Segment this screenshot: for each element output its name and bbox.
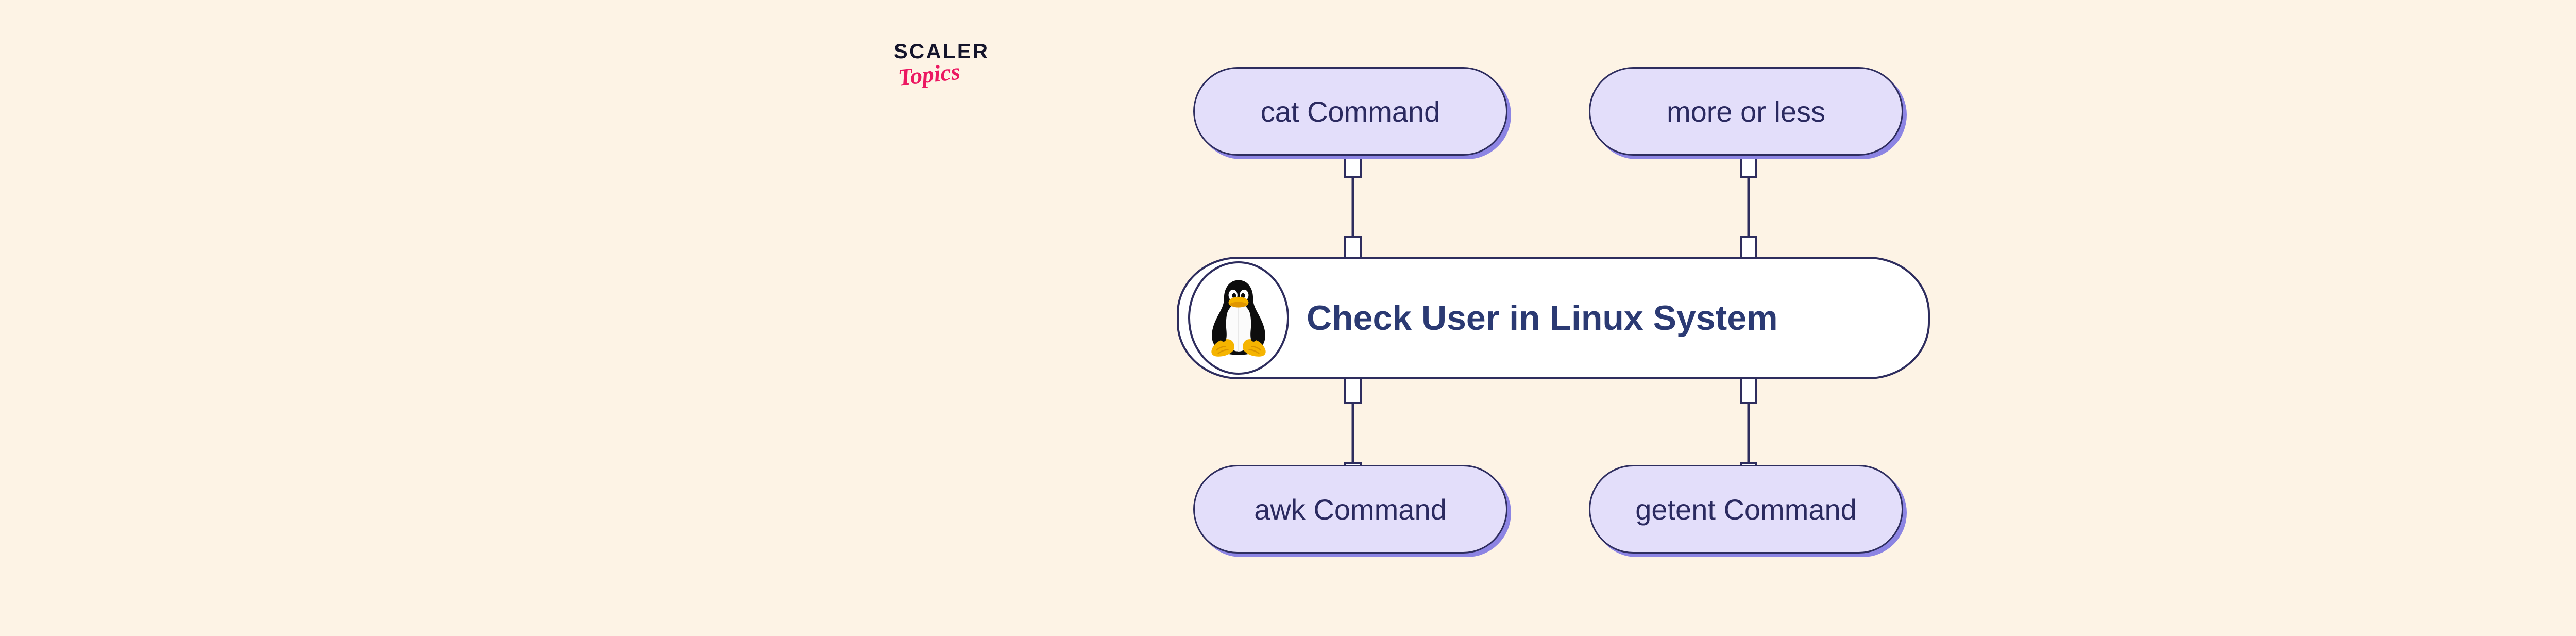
scaler-topics-logo: SCALER Topics [894, 41, 1048, 108]
connector-plug-top [1344, 377, 1362, 404]
node-getent-command[interactable]: getent Command [1589, 465, 1903, 554]
node-more-or-less[interactable]: more or less [1589, 67, 1903, 156]
node-label: more or less [1666, 95, 1826, 128]
connector-line [1351, 148, 1354, 267]
node-label: cat Command [1260, 95, 1440, 128]
connector-line [1351, 374, 1354, 493]
center-node-title: Check User in Linux System [1307, 298, 1778, 338]
connector-line [1747, 148, 1750, 267]
node-cat-command[interactable]: cat Command [1193, 67, 1507, 156]
connector-line [1747, 374, 1750, 493]
node-label: getent Command [1635, 493, 1857, 526]
brand-wordmark: SCALER [894, 40, 990, 63]
connector-plug-top [1740, 377, 1757, 404]
connector-moreless-to-center [1738, 148, 1759, 267]
center-node-check-user[interactable]: Check User in Linux System [1177, 257, 1930, 379]
node-awk-command[interactable]: awk Command [1193, 465, 1507, 554]
connector-cat-to-center [1343, 148, 1363, 267]
connector-plug-top [1740, 152, 1757, 178]
linux-tux-penguin-icon [1188, 261, 1289, 375]
node-label: awk Command [1254, 493, 1447, 526]
